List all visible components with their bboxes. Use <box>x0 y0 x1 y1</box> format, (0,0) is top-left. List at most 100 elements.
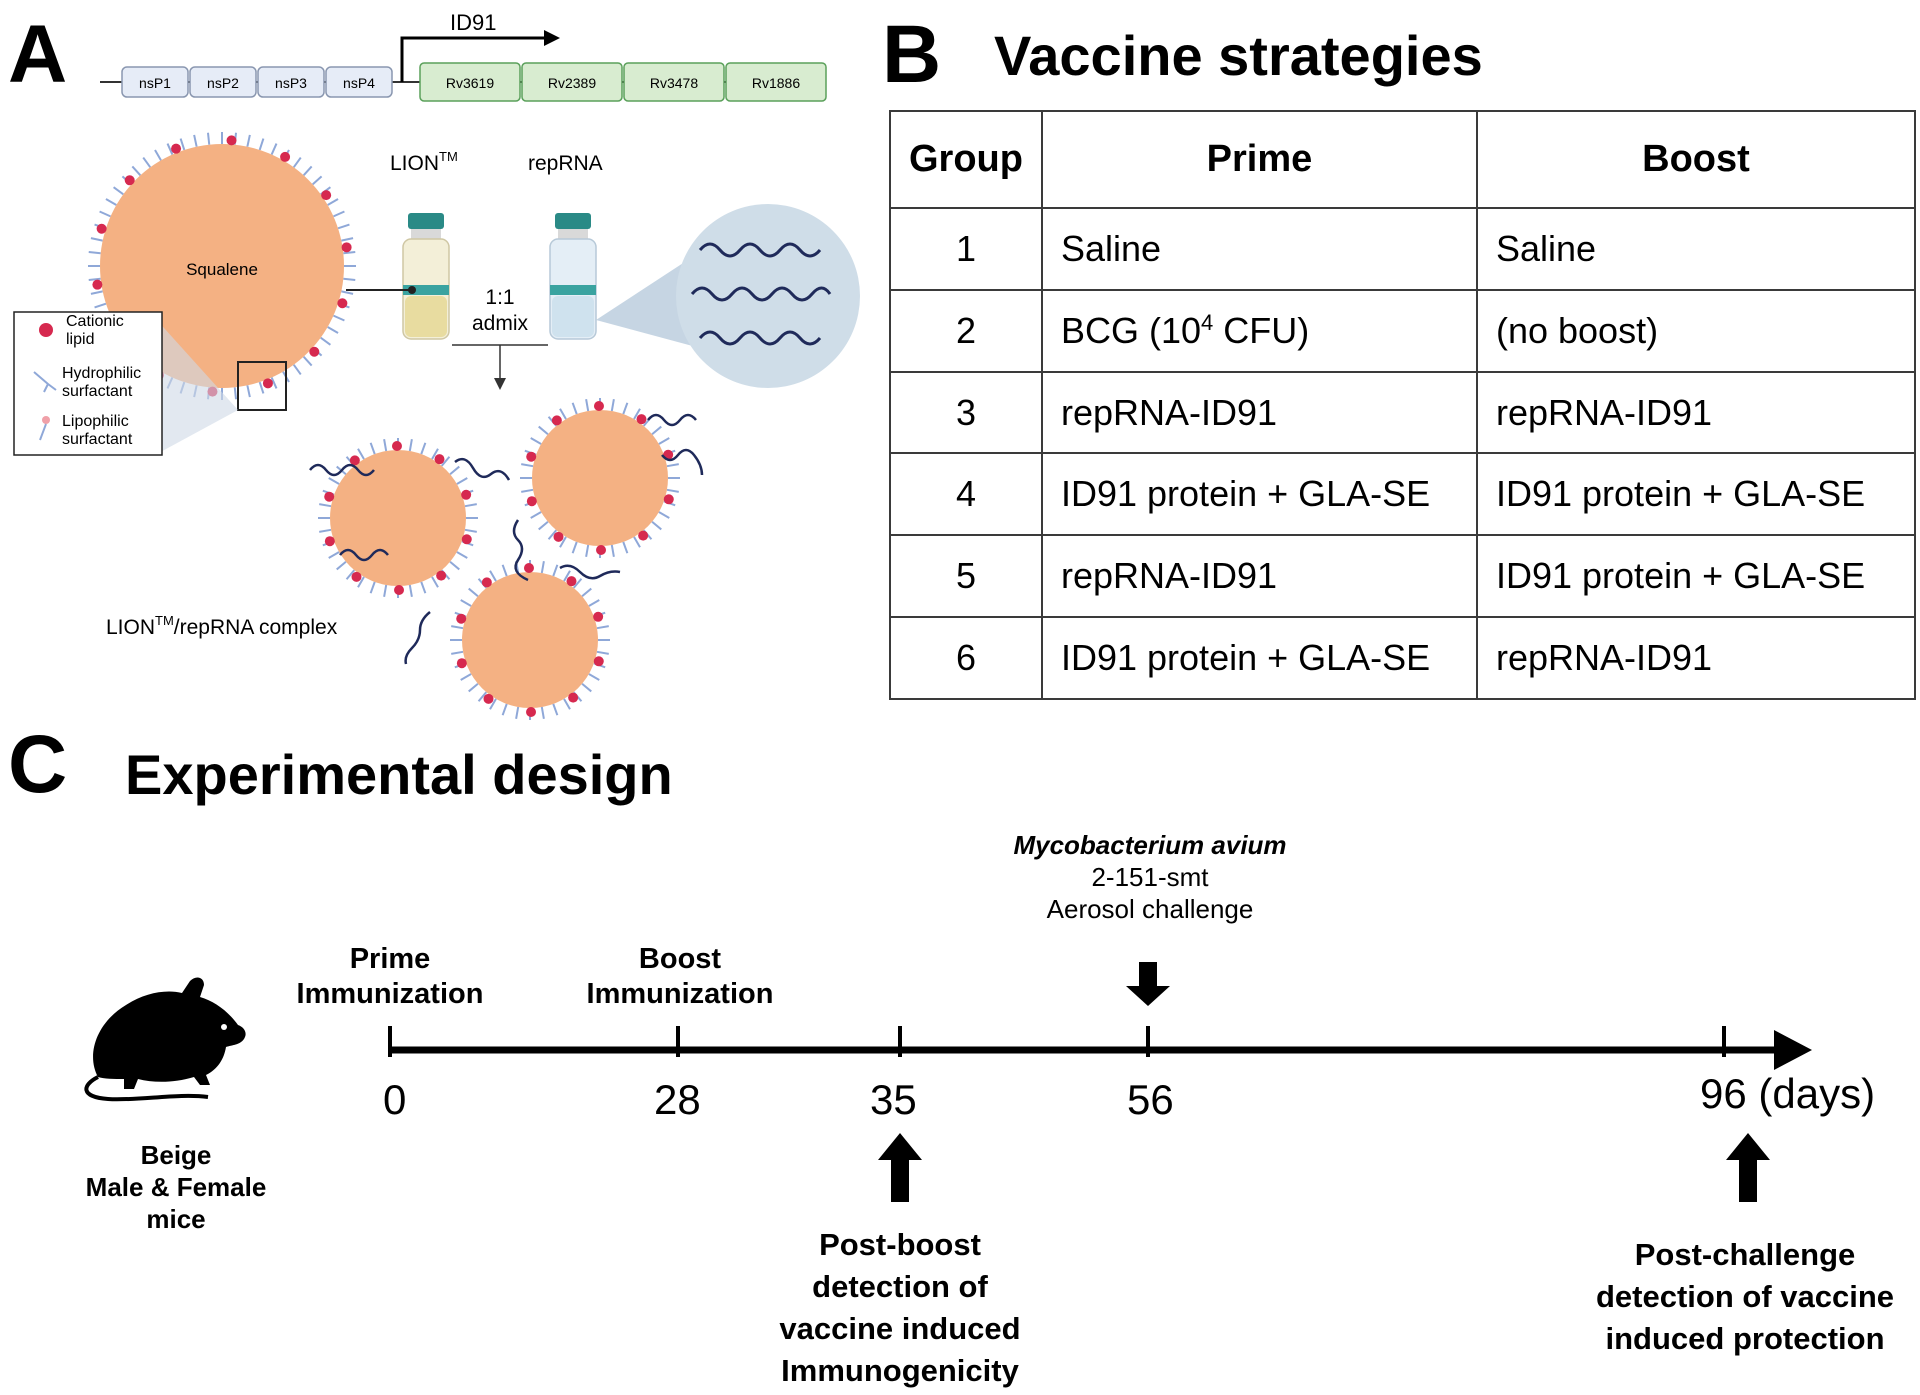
table-row: 1 Saline Saline <box>889 207 1917 291</box>
header-group: Group <box>889 110 1043 209</box>
reprna-vial <box>549 213 597 340</box>
rna-strands <box>690 242 832 346</box>
cationic-lipid <box>262 378 273 389</box>
rna-strand <box>647 413 697 427</box>
challenge-label: Mycobacterium avium 2-151-smt Aerosol ch… <box>990 829 1310 925</box>
replicon-gene-box <box>257 66 325 98</box>
cationic-lipid <box>92 279 103 290</box>
group-cell: 3 <box>889 370 1043 455</box>
panel-a-letter: A <box>8 9 68 100</box>
replicon-gene-label: nsP3 <box>275 75 307 91</box>
mouse-strain: Beige <box>140 1140 212 1170</box>
cationic-lipid <box>551 415 562 426</box>
hydrophilic-surfactant-swatch <box>33 371 57 393</box>
cationic-lipid <box>481 577 492 588</box>
legend-hydrophilic-line1: Hydrophilic <box>62 365 141 382</box>
prime-cell: ID91 protein + GLA-SE <box>1040 452 1478 537</box>
construct-label: ID91 <box>450 10 496 35</box>
particle-core <box>330 450 466 586</box>
zoom-wedge <box>155 318 238 455</box>
antigen-gene-label: Rv2389 <box>548 75 596 91</box>
challenge-strain: 2-151-smt <box>1091 862 1209 892</box>
antigen-gene-box <box>623 62 725 102</box>
antigen-gene-box <box>521 62 623 102</box>
post-challenge-line2: detection of vaccine <box>1595 1279 1895 1314</box>
prime-cell: repRNA-ID91 <box>1040 370 1478 455</box>
post-challenge-label: Post-challenge detection of vaccine indu… <box>1565 1234 1920 1360</box>
legend-cationic-line1: Cationic <box>66 313 124 330</box>
legend-hydrophilic-line2: surfactant <box>62 383 133 400</box>
cationic-lipid <box>526 706 537 717</box>
nanoparticle <box>520 398 680 558</box>
post-boost-line4: Immunogenicity <box>781 1353 1019 1388</box>
cationic-lipid <box>171 143 182 154</box>
replicon-gene-box <box>121 66 189 98</box>
header-boost: Boost <box>1475 110 1917 209</box>
mouse-species: mice <box>146 1204 206 1234</box>
cationic-lipid <box>456 613 467 624</box>
panel-b-letter: B <box>882 9 942 100</box>
group-cell: 6 <box>889 616 1043 700</box>
cationic-lipid <box>456 658 467 669</box>
cationic-lipid <box>351 571 362 582</box>
table-row: 3 repRNA-ID91 repRNA-ID91 <box>889 370 1917 455</box>
post-boost-line2: detection of <box>812 1269 988 1304</box>
zoom-box <box>237 361 287 411</box>
lipophilic-surfactant-swatch <box>39 416 50 441</box>
rna-strand <box>512 519 529 582</box>
day-28-label: 28 <box>654 1076 701 1123</box>
cationic-lipid <box>568 692 579 703</box>
boost-cell: Saline <box>1475 207 1917 291</box>
nanoparticle <box>318 438 478 598</box>
admix-label: admix <box>472 312 529 335</box>
nanoparticle <box>450 560 610 720</box>
particle-core <box>532 410 668 546</box>
cationic-lipid <box>526 451 537 462</box>
cationic-lipid <box>309 346 320 357</box>
lion-vial <box>402 213 450 340</box>
day-56-label: 56 <box>1127 1076 1174 1123</box>
cationic-lipid <box>349 455 360 466</box>
legend-lipophilic-line2: surfactant <box>62 431 133 448</box>
promoter-arrow <box>400 36 548 82</box>
squalene-label: Squalene <box>186 260 258 279</box>
boost-cell: ID91 protein + GLA-SE <box>1475 452 1917 537</box>
legend-box <box>13 311 163 456</box>
cationic-lipid <box>593 401 604 412</box>
prime-immunization-word: Immunization <box>296 978 484 1010</box>
cationic-lipid <box>596 544 607 555</box>
cationic-lipid <box>280 151 291 162</box>
group-cell: 4 <box>889 452 1043 537</box>
cationic-lipid <box>593 656 604 667</box>
particle-core <box>462 572 598 708</box>
group-cell: 1 <box>889 207 1043 291</box>
bcg-text: BCG (10 <box>1060 309 1202 351</box>
cationic-lipid <box>124 175 135 186</box>
antigen-gene-label: Rv3478 <box>650 75 698 91</box>
rna-strand <box>309 463 375 477</box>
challenge-arrow <box>1126 962 1170 1006</box>
challenge-organism: Mycobacterium avium <box>1013 830 1287 860</box>
rna-strand <box>661 448 704 476</box>
cationic-lipid <box>337 298 348 309</box>
boost-cell: ID91 protein + GLA-SE <box>1475 534 1917 619</box>
post-challenge-line1: Post-challenge <box>1634 1237 1856 1272</box>
mouse-label: Beige Male & Female mice <box>76 1139 276 1235</box>
rna-zoom-wedge <box>596 252 700 348</box>
table-row: 2 BCG (104 CFU) (no boost) <box>889 288 1917 373</box>
legend-lipophilic-line1: Lipophilic <box>62 413 129 430</box>
cationic-lipid <box>436 570 447 581</box>
boost-immunization-label: Boost Immunization <box>580 942 780 1012</box>
rna-strand <box>404 611 431 665</box>
post-boost-arrow <box>878 1133 922 1202</box>
mouse-icon <box>84 977 246 1102</box>
lion-label: LIONTM <box>390 149 458 175</box>
replicon-gene-label: nsP1 <box>139 75 171 91</box>
legend-cationic-line2: lipid <box>66 331 94 348</box>
complex-label: LIONTM/repRNA complex <box>106 613 338 639</box>
prime-word: Prime <box>349 943 431 975</box>
cationic-lipid <box>96 223 107 234</box>
cationic-lipid <box>321 190 332 201</box>
